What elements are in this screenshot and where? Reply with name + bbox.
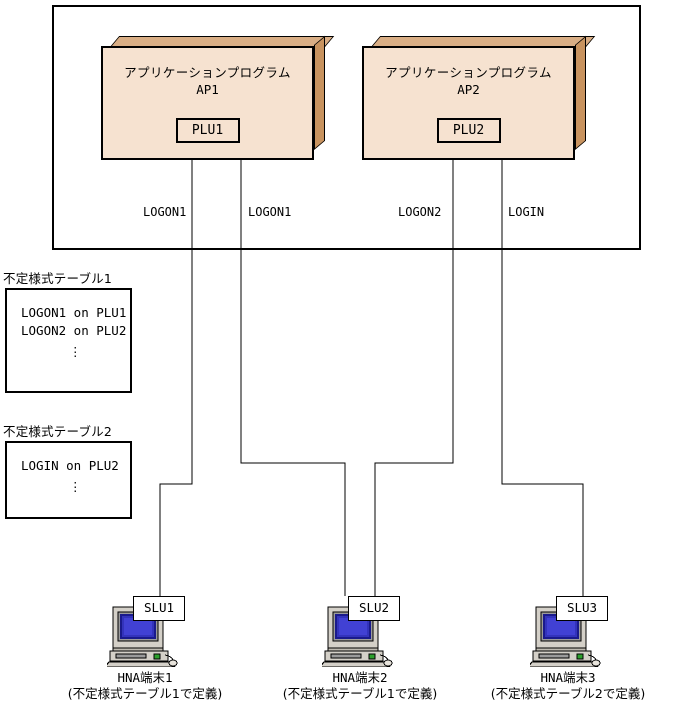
terminal-1-caption: HNA端末1 (不定様式テーブル1で定義) [30,670,260,702]
table2-caption: 不定様式テーブル2 [3,424,113,439]
terminal-3-name: HNA端末3 [540,670,596,685]
ap1-box-side-face [314,35,325,150]
terminal-2-defined-by: (不定様式テーブル1で定義) [282,686,438,701]
terminal-2-name: HNA端末2 [332,670,388,685]
flow-label-logon1-a: LOGON1 [143,205,187,219]
terminal-1-defined-by: (不定様式テーブル1で定義) [67,686,223,701]
terminal-3-defined-by: (不定様式テーブル2で定義) [490,686,646,701]
terminal-1[interactable] [103,605,182,671]
terminal-3-caption: HNA端末3 (不定様式テーブル2で定義) [453,670,683,702]
ap2-title: アプリケーションプログラム [385,65,552,80]
computer-icon [103,606,178,668]
ap2-name: AP2 [457,82,480,97]
flow-label-login: LOGIN [508,205,545,219]
table2-entry-0: LOGIN on PLU2 [21,458,119,473]
application-box-ap2[interactable]: アプリケーションプログラム AP2 PLU2 [362,35,596,161]
table1-box[interactable]: LOGON1 on PLU1 LOGON2 on PLU2 ⋮ [5,288,132,393]
table1-entry-0: LOGON1 on PLU1 [21,305,127,320]
host-system-frame [52,5,641,250]
slu-label-1[interactable]: SLU1 [133,596,185,621]
slu-label-2[interactable]: SLU2 [348,596,400,621]
ap1-name: AP1 [196,82,219,97]
terminal-2-caption: HNA端末2 (不定様式テーブル1で定義) [245,670,475,702]
ap1-title: アプリケーションプログラム [124,65,291,80]
flow-label-logon1-b: LOGON1 [248,205,292,219]
plu2-box[interactable]: PLU2 [436,118,501,143]
table2-ellipsis: ⋮ [69,479,82,494]
application-box-ap1[interactable]: アプリケーションプログラム AP1 PLU1 [101,35,335,161]
table1-caption: 不定様式テーブル1 [3,271,113,286]
slu-label-3[interactable]: SLU3 [556,596,608,621]
terminal-1-name: HNA端末1 [117,670,173,685]
plu1-box[interactable]: PLU1 [175,118,240,143]
flow-label-logon2: LOGON2 [398,205,442,219]
table1-entry-1: LOGON2 on PLU2 [21,323,127,338]
table1-ellipsis: ⋮ [69,344,82,359]
ap2-box-front-face: アプリケーションプログラム AP2 PLU2 [362,46,575,160]
table2-box[interactable]: LOGIN on PLU2 ⋮ [5,441,132,519]
ap1-box-front-face: アプリケーションプログラム AP1 PLU1 [101,46,314,160]
ap2-box-side-face [575,35,586,150]
